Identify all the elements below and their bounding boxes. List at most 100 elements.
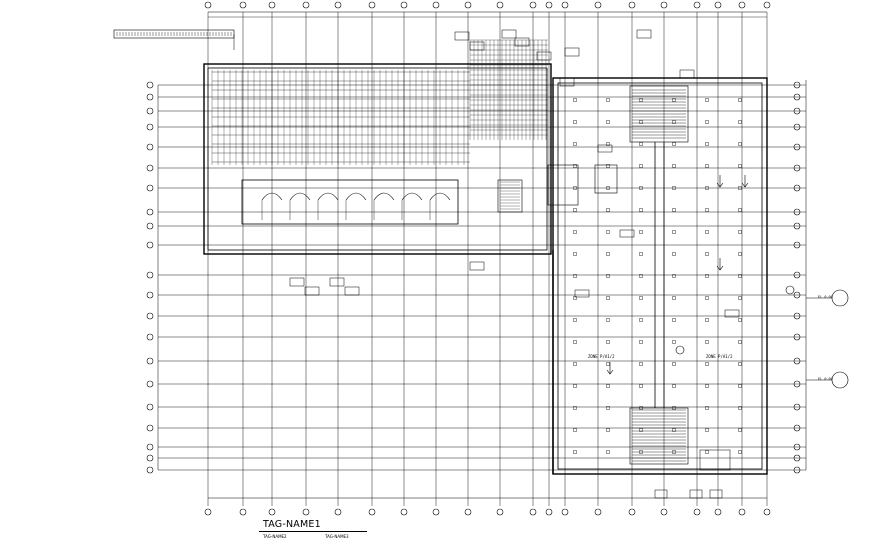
grid-bubble bbox=[334, 1, 342, 9]
grid-bubble bbox=[793, 164, 801, 172]
ramp-arrow bbox=[606, 362, 614, 375]
structural-column bbox=[606, 98, 610, 102]
structural-column bbox=[738, 142, 742, 146]
grid-bubble bbox=[146, 184, 154, 192]
structural-column bbox=[573, 142, 577, 146]
floor-plan-detail bbox=[113, 29, 749, 499]
structural-column bbox=[606, 362, 610, 366]
structural-column bbox=[573, 208, 577, 212]
structural-column bbox=[705, 186, 709, 190]
structural-column bbox=[639, 274, 643, 278]
drawing-subtitle-right: TAG-NAME3 bbox=[325, 534, 349, 539]
structural-column bbox=[738, 98, 742, 102]
structural-column bbox=[672, 230, 676, 234]
grid-bubble bbox=[400, 1, 408, 9]
structural-column bbox=[639, 120, 643, 124]
structural-column bbox=[573, 450, 577, 454]
structural-column bbox=[573, 186, 577, 190]
structural-column bbox=[573, 120, 577, 124]
structural-column bbox=[705, 142, 709, 146]
annotation-tag bbox=[304, 286, 320, 296]
grid-bubble bbox=[146, 81, 154, 89]
grid-bubble bbox=[793, 143, 801, 151]
grid-bubble bbox=[146, 291, 154, 299]
section-marker bbox=[675, 345, 685, 355]
grid-bubble bbox=[496, 1, 504, 9]
structural-column bbox=[672, 98, 676, 102]
lift-core bbox=[547, 164, 579, 206]
structural-column bbox=[606, 164, 610, 168]
elevation-marker bbox=[831, 289, 849, 307]
structural-column bbox=[606, 406, 610, 410]
upper-block-outer-wall bbox=[203, 63, 552, 255]
drawing-title: TAG-NAME1 bbox=[263, 519, 321, 530]
annotation-tag bbox=[559, 77, 575, 87]
grid-bubble bbox=[793, 443, 801, 451]
grid-bubble bbox=[793, 81, 801, 89]
structural-column bbox=[672, 142, 676, 146]
structural-column bbox=[606, 252, 610, 256]
grid-bubble bbox=[793, 424, 801, 432]
grid-bubble bbox=[763, 1, 771, 9]
grid-bubble bbox=[146, 241, 154, 249]
upper-block-inner-wall bbox=[207, 67, 548, 251]
structural-column bbox=[573, 362, 577, 366]
structural-column bbox=[705, 340, 709, 344]
structural-column bbox=[573, 274, 577, 278]
structural-column bbox=[573, 252, 577, 256]
stair-block-lower bbox=[629, 407, 689, 465]
elevation-tag-upper: EL 0.00 bbox=[818, 295, 833, 299]
structural-column bbox=[639, 230, 643, 234]
grid-bubble bbox=[146, 454, 154, 462]
grid-bubble bbox=[714, 1, 722, 9]
structural-column bbox=[672, 384, 676, 388]
structural-column bbox=[738, 120, 742, 124]
grid-bubble bbox=[146, 333, 154, 341]
structural-column bbox=[606, 296, 610, 300]
structural-column bbox=[639, 208, 643, 212]
grid-bubble bbox=[146, 443, 154, 451]
annotation-tag bbox=[469, 41, 485, 51]
structural-column bbox=[738, 450, 742, 454]
structural-column bbox=[606, 318, 610, 322]
grid-bubble bbox=[793, 93, 801, 101]
grid-bubble bbox=[793, 312, 801, 320]
structural-column bbox=[738, 340, 742, 344]
corridor-arch bbox=[261, 192, 283, 201]
structural-column bbox=[672, 450, 676, 454]
structural-column bbox=[573, 98, 577, 102]
structural-column bbox=[738, 164, 742, 168]
grid-bubble bbox=[146, 357, 154, 365]
grid-bubble bbox=[239, 1, 247, 9]
grid-bubble bbox=[146, 403, 154, 411]
structural-column bbox=[705, 428, 709, 432]
grid-bubble bbox=[594, 1, 602, 9]
structural-column bbox=[606, 186, 610, 190]
grid-bubbles bbox=[146, 1, 849, 516]
grid-bubble bbox=[793, 403, 801, 411]
corridor-arch bbox=[289, 192, 311, 201]
structural-column bbox=[705, 362, 709, 366]
annotation-tag bbox=[654, 489, 668, 499]
grid-bubble bbox=[146, 312, 154, 320]
structural-column bbox=[672, 362, 676, 366]
grid-bubble bbox=[793, 380, 801, 388]
grid-bubble bbox=[146, 380, 154, 388]
annotation-tag bbox=[619, 229, 635, 238]
structural-column bbox=[606, 384, 610, 388]
annotation-tag bbox=[689, 489, 703, 499]
stair-block-upper bbox=[629, 85, 689, 143]
structural-column bbox=[573, 318, 577, 322]
grid-bubble bbox=[400, 508, 408, 516]
grid-bubble bbox=[268, 1, 276, 9]
structural-column bbox=[705, 208, 709, 212]
structural-column bbox=[705, 164, 709, 168]
title-underline bbox=[259, 531, 367, 532]
structural-column bbox=[639, 340, 643, 344]
grid-bubble bbox=[146, 424, 154, 432]
annotation-tag bbox=[344, 286, 360, 296]
lift-core bbox=[594, 164, 618, 194]
grid-bubble bbox=[204, 508, 212, 516]
